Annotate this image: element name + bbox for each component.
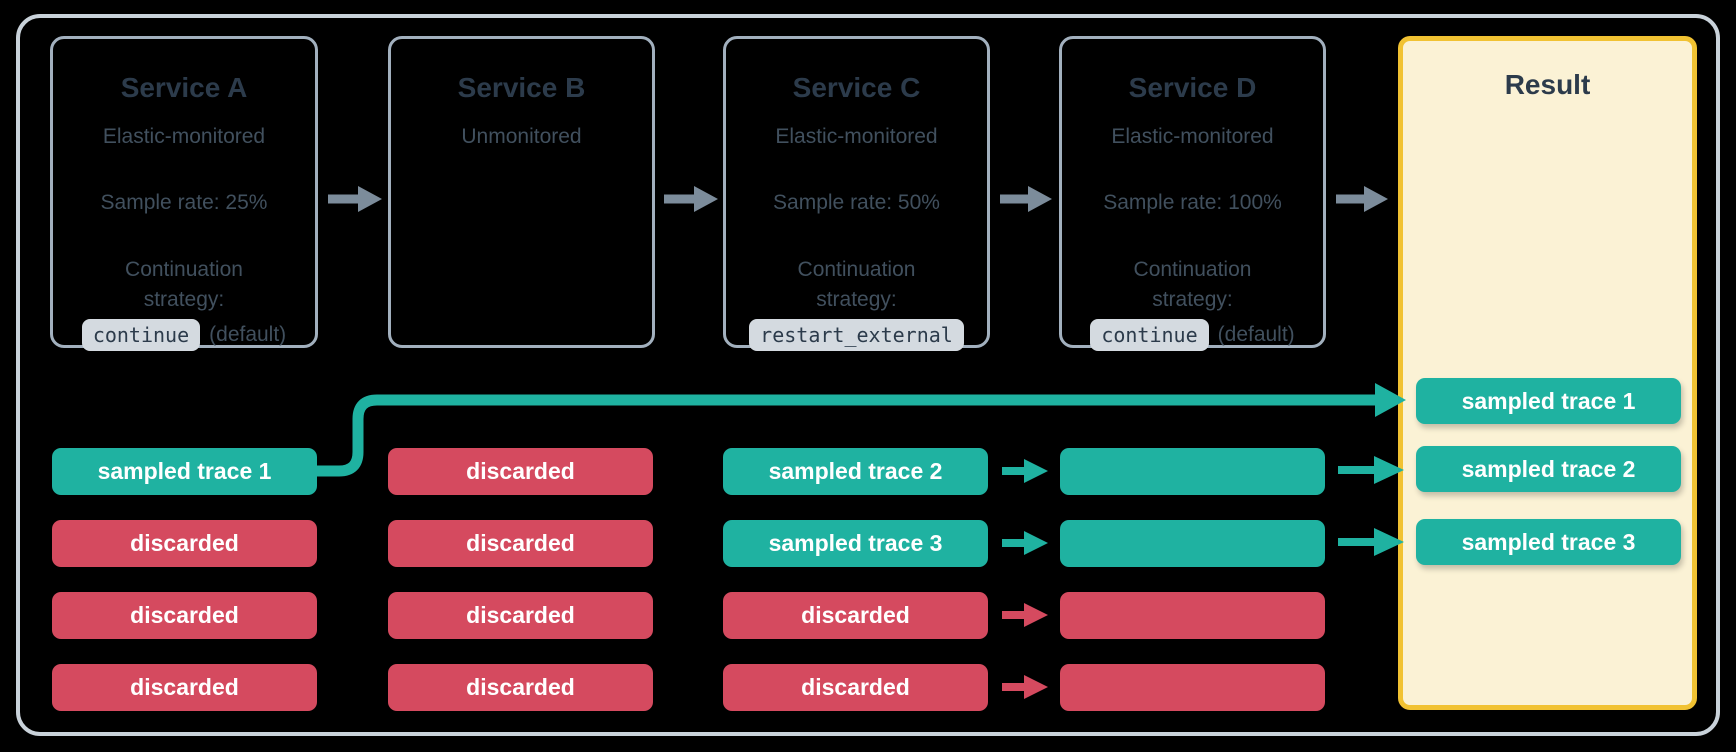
service-c-box: Service C Elastic-monitored Sample rate:… [723,36,990,351]
service-a-sample-rate: Sample rate: 25% [100,191,268,214]
result-pill-sampled-trace-1: sampled trace 1 [1416,378,1681,424]
service-a-trace-pill-1: sampled trace 1 [52,448,317,495]
service-b-trace-pill-4: discarded [388,664,653,711]
result-pill-sampled-trace-3: sampled trace 3 [1416,519,1681,565]
service-c-trace-pill-3: discarded [723,592,988,639]
service-a-trace-pill-4: discarded [52,664,317,711]
service-a-strategy-code: continue [81,319,201,351]
diagram-frame [16,14,1720,736]
service-b-trace-pill-1: discarded [388,448,653,495]
service-a-trace-pill-2: discarded [52,520,317,567]
service-a-strategy-note: (default) [209,323,287,346]
service-c-trace-pill-2: sampled trace 3 [723,520,988,567]
result-box: Result sampled trace 1 sampled trace 2 s… [1398,36,1697,710]
service-a-strategy-value: continue (default) [81,319,287,351]
service-d-trace-pill-2 [1060,520,1325,567]
service-c-strategy-label: Continuation strategy: [797,258,916,311]
service-a-title: Service A [120,72,248,103]
service-a-monitoring: Elastic-monitored [102,125,266,148]
service-b-monitoring: Unmonitored [461,125,582,148]
service-c-trace-pill-4: discarded [723,664,988,711]
service-a-strategy-label: Continuation strategy: [125,258,243,311]
service-b-box: Service B Unmonitored [388,36,655,348]
service-b-trace-pill-3: discarded [388,592,653,639]
result-pill-sampled-trace-2: sampled trace 2 [1416,446,1681,492]
service-d-box: Service D Elastic-monitored Sample rate:… [1059,36,1326,351]
service-c-monitoring: Elastic-monitored [775,125,938,148]
service-d-strategy-label: Continuation strategy: [1133,258,1252,311]
service-d-trace-pill-1 [1060,448,1325,495]
service-b-trace-pill-2: discarded [388,520,653,567]
service-c-trace-pill-1: sampled trace 2 [723,448,988,495]
service-d-trace-pill-3 [1060,592,1325,639]
service-c-title: Service C [792,72,921,103]
service-d-strategy-value: continue (default) [1090,319,1295,351]
service-d-sample-rate: Sample rate: 100% [1103,191,1282,214]
service-d-title: Service D [1128,72,1257,103]
result-title: Result [1504,69,1591,100]
service-a-box: Service A Elastic-monitored Sample rate:… [50,36,318,351]
service-d-monitoring: Elastic-monitored [1111,125,1274,148]
service-d-trace-pill-4 [1060,664,1325,711]
service-c-strategy-code: restart_external [749,319,964,351]
service-a-trace-pill-3: discarded [52,592,317,639]
service-d-strategy-code: continue [1090,319,1209,351]
service-d-strategy-note: (default) [1217,323,1295,346]
service-c-sample-rate: Sample rate: 50% [773,191,940,214]
service-c-strategy-value: restart_external [749,319,964,351]
service-b-title: Service B [457,72,586,103]
